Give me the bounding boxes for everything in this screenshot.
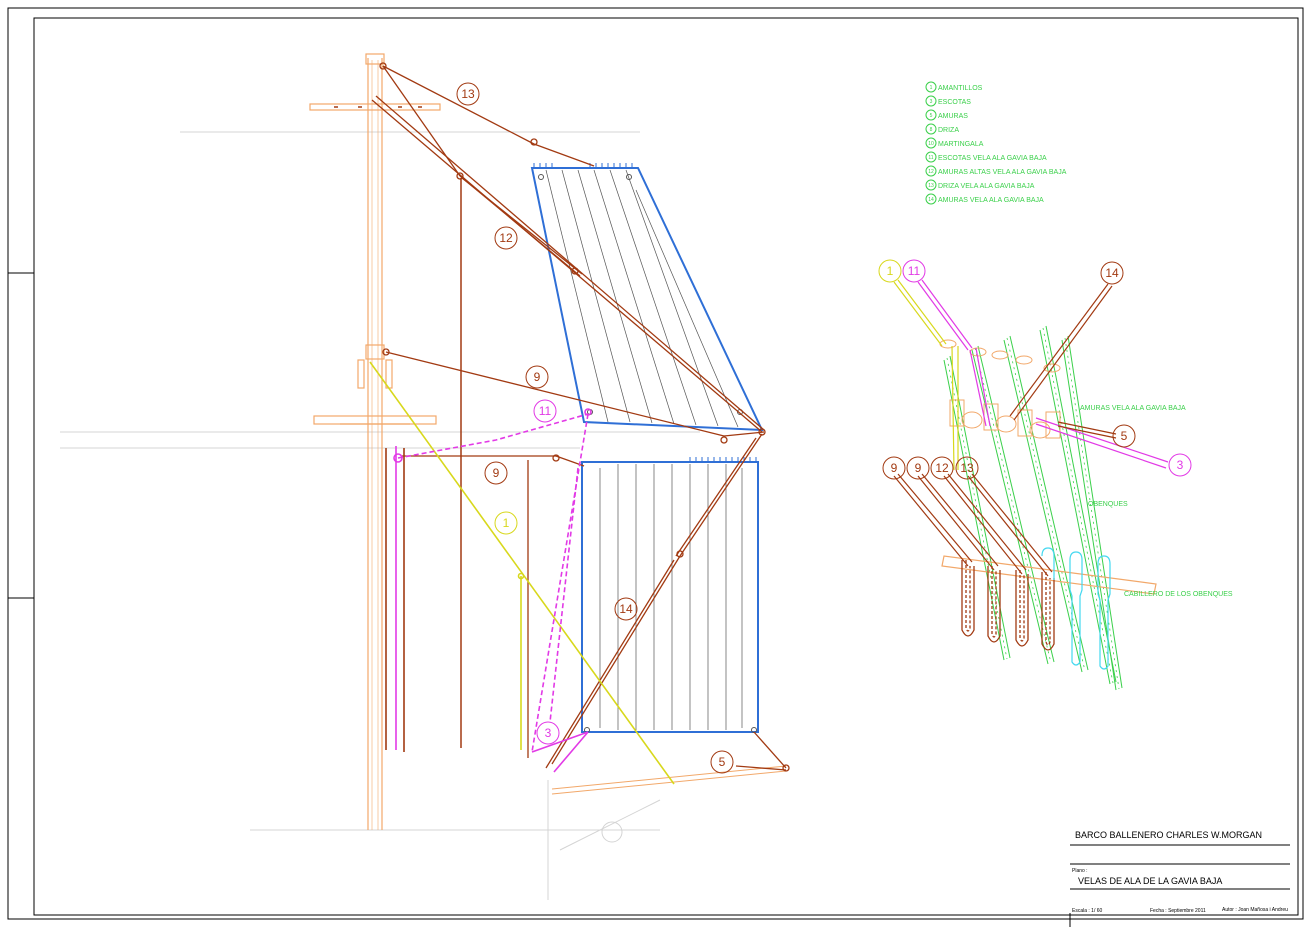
detail-callout-13: 13 <box>960 461 974 475</box>
legend-marker <box>925 179 937 191</box>
legend-number: 12 <box>928 169 934 175</box>
legend-marker <box>925 123 937 135</box>
legend-number: 14 <box>928 197 934 203</box>
belaying-coils <box>961 560 1055 651</box>
legend-marker <box>925 193 937 205</box>
lower-boom <box>551 765 787 795</box>
callout-5-label: 5 <box>719 755 726 769</box>
scale: Escala : 1/ 60 <box>1072 908 1103 914</box>
legend-marker <box>925 95 937 107</box>
callout-1 <box>494 511 518 535</box>
legend-number: 3 <box>930 99 933 105</box>
callout-14 <box>614 597 638 621</box>
mast <box>309 53 441 830</box>
background-hull-lines <box>60 131 700 900</box>
legend-text: AMURAS ALTAS VELA ALA GAVIA BAJA <box>938 169 1067 176</box>
detail-callout-3: 3 <box>1177 458 1184 472</box>
detail-callout-9a: 9 <box>891 461 898 475</box>
legend-number: 10 <box>928 141 934 147</box>
title-block <box>1069 844 1290 927</box>
detail-callouts <box>878 259 1192 480</box>
legend-text: AMANTILLOS <box>938 85 983 92</box>
callout-12-label: 12 <box>499 231 513 245</box>
legend-number: 1 <box>930 85 933 91</box>
label-cabillero: CABILLERO DE LOS OBENQUES <box>1124 591 1233 598</box>
detail-callout-1: 1 <box>887 264 894 278</box>
callout-13 <box>456 82 480 106</box>
legend-marker <box>925 165 937 177</box>
detail-callout-14: 14 <box>1105 266 1119 280</box>
pin-rail <box>941 555 1157 595</box>
callout-12 <box>494 226 518 250</box>
legend-text: ESCOTAS <box>938 99 971 106</box>
callout-9-lower-label: 9 <box>493 466 500 480</box>
upper-sail <box>530 163 764 432</box>
detail-brown-lines <box>893 283 1117 577</box>
legend-marker <box>925 109 937 121</box>
label-obenques: OBENQUES <box>1088 501 1128 508</box>
legend-text: DRIZA <box>938 127 959 134</box>
legend-text: DRIZA VELA ALA GAVIA BAJA <box>938 183 1035 190</box>
callout-9-lower <box>484 461 508 485</box>
callout-13-label: 13 <box>461 87 475 101</box>
shroud-detail: 1 11 14 5 3 9 9 12 13 AMURAS VELA ALA GA… <box>878 259 1233 691</box>
main-callouts: 13 12 9 11 9 1 14 3 5 <box>456 82 734 774</box>
legend-marker <box>925 137 937 149</box>
legend-text: AMURAS VELA ALA GAVIA BAJA <box>938 197 1044 204</box>
legend-number: 13 <box>928 183 934 189</box>
label-amuras: AMURAS VELA ALA GAVIA BAJA <box>1080 405 1186 412</box>
legend-marker <box>925 151 937 163</box>
callout-9-upper-label: 9 <box>534 370 541 384</box>
magenta-sheets <box>393 408 592 773</box>
callout-14-label: 14 <box>619 602 633 616</box>
callout-9-upper <box>525 365 549 389</box>
legend-text: ESCOTAS VELA ALA GAVIA BAJA <box>938 155 1047 162</box>
belaying-pins <box>1041 547 1111 670</box>
callout-11 <box>533 399 557 423</box>
sheet-frame <box>7 7 1304 920</box>
callout-3-label: 3 <box>545 726 552 740</box>
legend-number: 8 <box>930 127 933 133</box>
lower-sail <box>581 457 759 733</box>
yellow-lift <box>369 361 675 785</box>
detail-callout-9b: 9 <box>915 461 922 475</box>
callout-11-label: 11 <box>539 404 552 418</box>
detail-magenta-lines <box>917 279 1169 469</box>
legend-text: MARTINGALA <box>938 141 984 148</box>
plano-label: Plano : <box>1072 868 1088 874</box>
callout-3 <box>536 721 560 745</box>
callout-5 <box>710 750 734 774</box>
detail-yellow-line <box>893 279 959 471</box>
detail-callout-5: 5 <box>1121 429 1128 443</box>
legend-text: AMURAS <box>938 113 968 120</box>
legend: 1 AMANTILLOS 3 ESCOTAS 5 AMURAS 8 DRIZA 10 MARTIN… <box>925 81 1067 205</box>
drawing-title: VELAS DE ALA DE LA GAVIA BAJA <box>1078 876 1222 886</box>
legend-marker <box>925 81 937 93</box>
brown-rigging <box>371 62 790 772</box>
author: Autor : Joan Mañosa i Andreu <box>1222 907 1288 913</box>
shrouds <box>943 325 1123 691</box>
detail-callout-11: 11 <box>908 264 921 278</box>
date: Fecha : Septiembre 2011 <box>1150 908 1206 914</box>
ship-name: BARCO BALLENERO CHARLES W.MORGAN <box>1075 830 1262 840</box>
legend-number: 5 <box>930 113 933 119</box>
callout-1-label: 1 <box>503 516 510 530</box>
legend-number: 11 <box>928 155 933 161</box>
detail-callout-12: 12 <box>935 461 949 475</box>
